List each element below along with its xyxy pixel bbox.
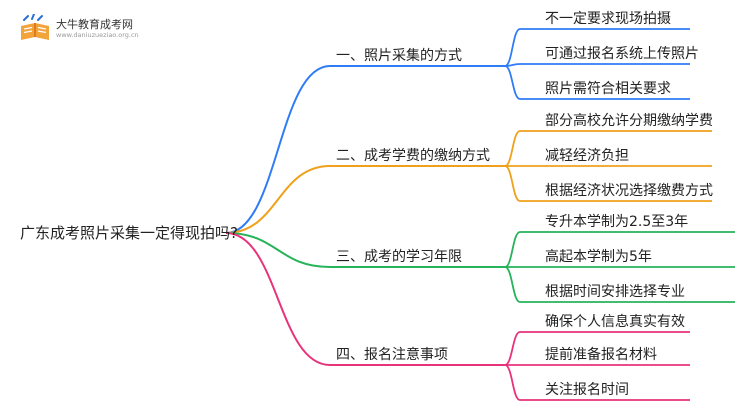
leaf-connector [504, 130, 712, 167]
branch-connector [225, 232, 505, 268]
leaf-choose-payment: 根据经济状况选择缴费方式 [545, 183, 713, 199]
leaf-choose-major: 根据时间安排选择专业 [545, 284, 685, 300]
leaf-connector [504, 364, 690, 401]
leaf-connector [504, 331, 690, 366]
leaf-photo-requirements: 照片需符合相关要求 [545, 81, 671, 97]
leaf-connector [504, 231, 735, 268]
branch-connector [225, 232, 505, 366]
logo-subtitle: www.daniuzueziao.org.cn [56, 31, 139, 39]
leaf-prepare-materials: 提前准备报名材料 [545, 347, 657, 363]
leaf-watch-deadline: 关注报名时间 [545, 382, 629, 398]
leaf-zsb-duration: 专升本学制为2.5至3年 [545, 214, 689, 230]
branch-tuition-payment: 二、成考学费的缴纳方式 [336, 148, 490, 164]
logo-title: 大牛教育成考网 [56, 18, 133, 31]
leaf-info-valid: 确保个人信息真实有效 [545, 314, 685, 330]
branch-connector [225, 65, 505, 234]
root-topic: 广东成考照片采集一定得现拍吗? [20, 224, 238, 242]
leaf-connector [504, 28, 690, 67]
leaf-gqb-duration: 高起本学制为5年 [545, 249, 652, 265]
branch-registration-notes: 四、报名注意事项 [336, 347, 448, 363]
book-logo-icon [21, 14, 49, 40]
leaf-no-onsite-required: 不一定要求现场拍摄 [545, 11, 671, 27]
leaf-installment-tuition: 部分高校允许分期缴纳学费 [545, 113, 713, 129]
leaf-reduce-burden: 减轻经济负担 [545, 148, 629, 164]
leaf-upload-via-system: 可通过报名系统上传照片 [545, 46, 699, 62]
leaf-connector [504, 165, 712, 202]
leaf-connector [504, 266, 735, 303]
leaf-connector [504, 63, 690, 67]
site-logo: 大牛教育成考网 www.daniuzueziao.org.cn [18, 14, 139, 44]
leaf-connector [504, 65, 690, 100]
branch-photo-method: 一、照片采集的方式 [336, 48, 462, 64]
branch-connector [225, 165, 505, 234]
branch-study-duration: 三、成考的学习年限 [336, 249, 462, 265]
